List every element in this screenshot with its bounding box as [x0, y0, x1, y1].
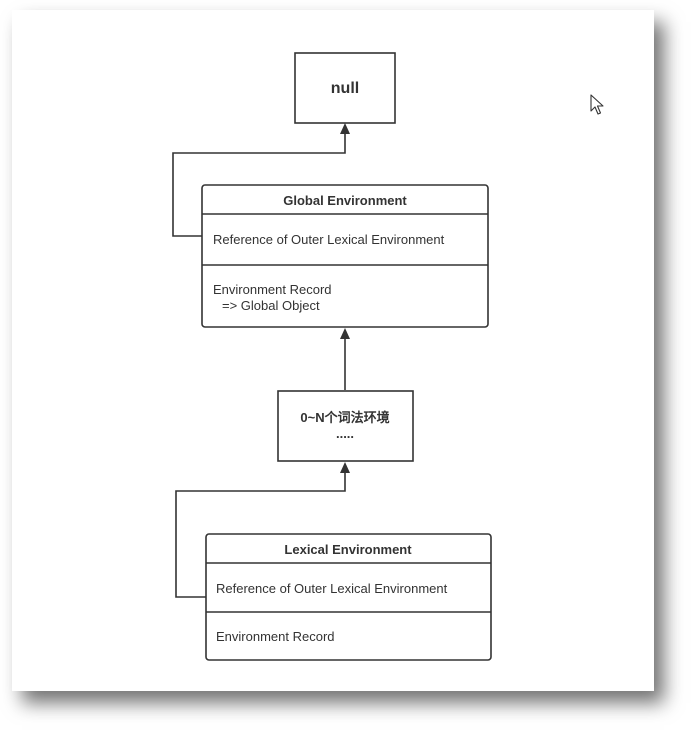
- global-outer-connector: [172, 133, 346, 237]
- global-outer-arrowhead: [340, 123, 350, 134]
- intermediate-environments-node: 0~N个词法环境 .....: [277, 390, 414, 462]
- null-label: null: [331, 80, 359, 97]
- global-environment-record: Environment Record: [213, 282, 332, 297]
- mouse-pointer-icon: [590, 94, 604, 115]
- null-node: null: [294, 52, 396, 124]
- lexical-environment-node: Lexical Environment Reference of Outer L…: [205, 533, 492, 661]
- lexical-outer-arrowhead: [340, 462, 350, 473]
- lexical-outer-connector: [175, 472, 346, 598]
- intermediate-ellipsis: .....: [336, 426, 354, 441]
- intermediate-label: 0~N个词法环境: [300, 410, 389, 425]
- global-object-record: => Global Object: [222, 298, 320, 313]
- lexical-environment-record: Environment Record: [216, 629, 335, 644]
- global-environment-title: Global Environment: [283, 193, 407, 208]
- global-outer-reference: Reference of Outer Lexical Environment: [213, 232, 445, 247]
- global-environment-node: Global Environment Reference of Outer Le…: [201, 184, 489, 328]
- intermediate-arrowhead: [340, 328, 350, 339]
- lexical-environment-title: Lexical Environment: [284, 542, 412, 557]
- lexical-outer-reference: Reference of Outer Lexical Environment: [216, 581, 448, 596]
